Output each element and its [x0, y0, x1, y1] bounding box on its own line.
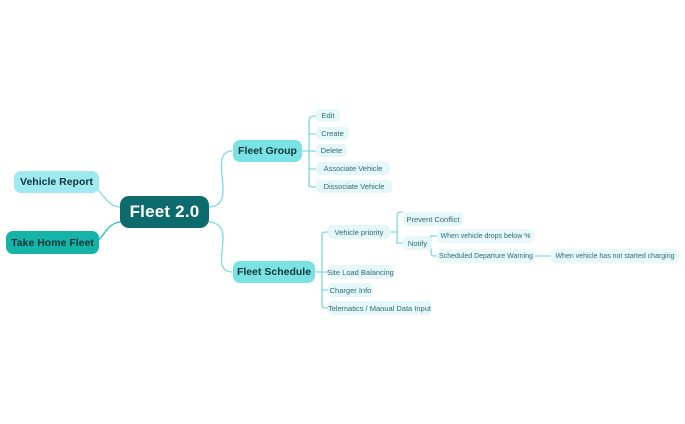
leaf-node-notify[interactable]: Notify: [403, 236, 432, 250]
leaf-node-vehicle-priority-label: Vehicle priority: [334, 227, 384, 237]
branch-node-vehicle-report-label: Vehicle Report: [20, 176, 93, 188]
link-fg-child-edit: [308, 115, 317, 127]
leaf-node-scheduled-departure-warning[interactable]: Scheduled Departure Warning: [437, 249, 535, 263]
branch-node-fleet-schedule-label: Fleet Schedule: [236, 266, 312, 278]
leaf-node-telematics-manual-data-input[interactable]: Telematics / Manual Data Input: [328, 301, 431, 315]
branch-node-fleet-group[interactable]: Fleet Group: [233, 140, 302, 162]
leaf-node-prevent-conflict-label: Prevent Conflict: [406, 214, 460, 224]
branch-node-take-home-fleet[interactable]: Take Home Fleet: [6, 231, 99, 254]
leaf-node-notify-label: Notify: [407, 238, 428, 248]
leaf-node-associate-vehicle-label: Associate Vehicle: [323, 164, 383, 173]
leaf-node-when-vehicle-drops-below-label: When vehicle drops below %: [440, 232, 531, 240]
leaf-node-charger-info[interactable]: Charger Info: [328, 283, 373, 297]
leaf-node-when-vehicle-has-not-started-charging-label: When vehicle has not started charging: [555, 252, 675, 260]
root-node-label: Fleet 2.0: [129, 202, 200, 221]
leaf-node-when-vehicle-drops-below[interactable]: When vehicle drops below %: [437, 229, 534, 243]
leaf-node-vehicle-priority[interactable]: Vehicle priority: [328, 225, 390, 239]
leaf-node-dissociate-vehicle-label: Dissociate Vehicle: [323, 182, 385, 191]
leaf-node-scheduled-departure-warning-label: Scheduled Departure Warning: [439, 252, 533, 260]
root-node-fleet-2-0[interactable]: Fleet 2.0: [120, 196, 209, 228]
branch-node-vehicle-report[interactable]: Vehicle Report: [14, 171, 99, 193]
leaf-node-when-vehicle-has-not-started-charging[interactable]: When vehicle has not started charging: [551, 249, 679, 263]
leaf-node-delete-label: Delete: [320, 146, 343, 155]
leaf-node-associate-vehicle[interactable]: Associate Vehicle: [316, 162, 390, 175]
link-fg-child-dissociate: [308, 180, 317, 188]
leaf-node-edit-label: Edit: [321, 111, 335, 120]
link-root-fleet-schedule: [208, 221, 233, 273]
branch-node-fleet-group-label: Fleet Group: [238, 145, 297, 157]
leaf-node-dissociate-vehicle[interactable]: Dissociate Vehicle: [316, 180, 392, 193]
leaf-node-delete[interactable]: Delete: [316, 144, 347, 157]
link-root-fleet-group: [208, 150, 233, 208]
leaf-node-create-label: Create: [321, 129, 344, 138]
leaf-node-edit[interactable]: Edit: [316, 109, 340, 122]
branch-node-fleet-schedule[interactable]: Fleet Schedule: [233, 261, 315, 283]
leaf-node-prevent-conflict[interactable]: Prevent Conflict: [403, 212, 463, 226]
branch-node-take-home-fleet-label: Take Home Fleet: [11, 236, 94, 249]
leaf-node-telematics-manual-data-input-label: Telematics / Manual Data Input: [328, 303, 431, 313]
leaf-node-create[interactable]: Create: [316, 127, 349, 140]
leaf-node-site-load-balancing-label: Site Load Balancing: [327, 267, 394, 277]
leaf-node-site-load-balancing[interactable]: Site Load Balancing: [327, 265, 394, 279]
leaf-node-charger-info-label: Charger Info: [329, 285, 372, 295]
